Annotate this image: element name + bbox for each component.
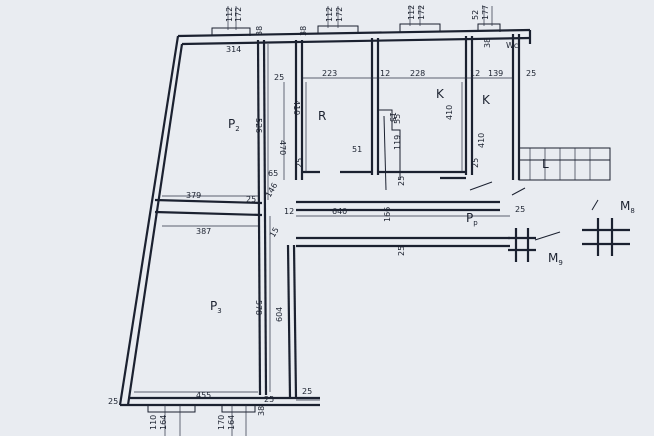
dim-177: 177 [481, 5, 490, 20]
interior-walls [154, 34, 611, 399]
dim-112b: 112 [325, 7, 334, 22]
dim-55: 55 [393, 114, 402, 124]
dim-166: 166 [383, 207, 392, 222]
bottom-windows [147, 405, 256, 436]
dim-387: 387 [196, 227, 211, 236]
dim-470: 470 [278, 140, 287, 155]
dim-228: 228 [410, 69, 425, 78]
dim-526: 526 [254, 118, 263, 133]
dim-410a: 410 [292, 100, 301, 115]
dim-12b: 12 [470, 69, 480, 78]
dim-172b: 172 [335, 7, 344, 22]
room-m8-label: M8 [620, 199, 635, 215]
stair-label: L [542, 157, 549, 171]
dim-172a: 172 [234, 7, 243, 22]
dim-38b: 38 [299, 26, 308, 36]
dim-110: 110 [149, 415, 158, 430]
dim-578: 578 [254, 300, 263, 315]
dim-52: 52 [471, 10, 480, 20]
room-pp-label: Pp [466, 211, 478, 227]
room-m9-label: M9 [548, 251, 563, 267]
dim-112a: 112 [225, 7, 234, 22]
dim-25d: 25 [397, 176, 406, 186]
dim-139: 139 [488, 69, 503, 78]
dim-410c: 410 [477, 133, 486, 148]
dim-38a: 38 [255, 26, 264, 36]
dim-604: 604 [275, 307, 284, 322]
room-r-label: R [318, 109, 326, 123]
dim-12c: 12 [284, 207, 294, 216]
room-k1-label: K [436, 87, 445, 101]
room-k2-label: K [482, 93, 491, 107]
dim-25f: 25 [246, 195, 256, 204]
room-wc-label: Wc [506, 41, 518, 50]
dim-15b: 15 [268, 226, 281, 239]
dim-25j: 25 [108, 397, 118, 406]
dim-164b: 164 [227, 415, 236, 430]
dimension-lines [134, 44, 513, 401]
room-p3-label: P3 [210, 299, 222, 315]
dim-379: 379 [186, 191, 201, 200]
dim-223: 223 [322, 69, 337, 78]
dim-25b: 25 [526, 69, 536, 78]
dimension-numbers: 314 38 112 172 38 112 172 112 172 52 177… [108, 5, 536, 430]
dim-170: 170 [217, 415, 226, 430]
dim-15: 15 [388, 112, 397, 122]
dim-25e: 25 [471, 158, 480, 168]
dim-65: 65 [268, 169, 278, 178]
dim-51: 51 [352, 145, 362, 154]
dim-455: 455 [196, 391, 211, 400]
dim-25h: 25 [397, 246, 406, 256]
dim-38c: 38 [483, 38, 492, 48]
dim-25a: 25 [274, 73, 284, 82]
dim-164a: 164 [159, 415, 168, 430]
dim-314: 314 [226, 45, 241, 54]
room-p2-label: P2 [228, 117, 240, 133]
dim-112c: 112 [407, 5, 416, 20]
dim-119: 119 [393, 135, 402, 150]
dim-25g: 25 [515, 205, 525, 214]
room-labels: P2 P3 K K Pp R M8 M9 Wc L [210, 41, 635, 315]
dim-410b: 410 [445, 105, 454, 120]
dim-38d: 38 [257, 406, 266, 416]
column-crosses [508, 218, 630, 262]
dim-25k: 25 [264, 395, 274, 404]
outer-walls [118, 28, 532, 407]
dim-25c: 25 [295, 158, 304, 168]
dim-640: 640 [332, 207, 347, 216]
dim-172c: 172 [417, 5, 426, 20]
dim-12a: 12 [380, 69, 390, 78]
top-windows [211, 6, 501, 36]
dim-25i: 25 [302, 387, 312, 396]
